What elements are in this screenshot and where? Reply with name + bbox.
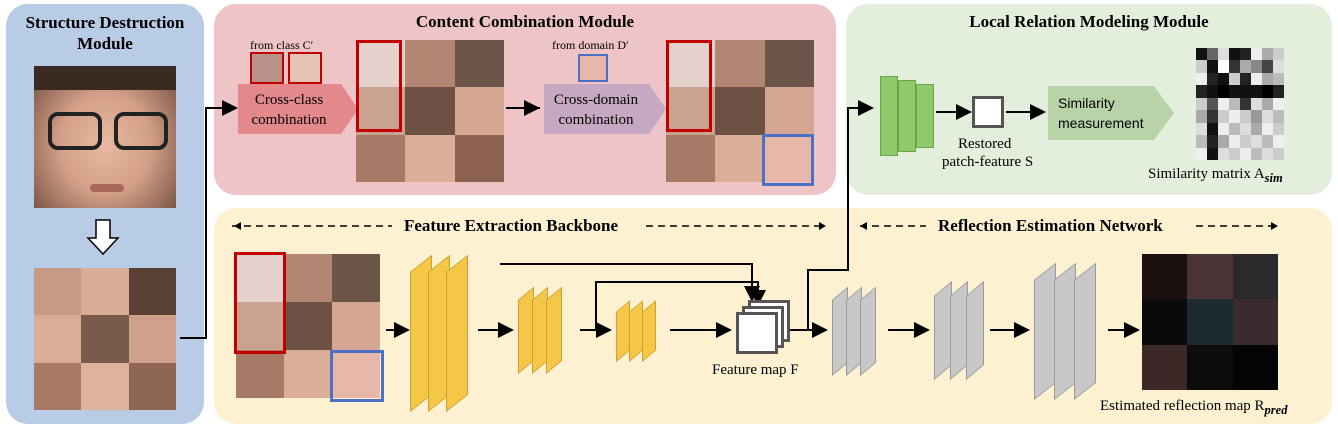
- class-highlight-box: [356, 40, 402, 132]
- input-face-image: [34, 66, 176, 208]
- cross-domain-shape: [544, 84, 666, 134]
- domain-highlight-box: [762, 134, 814, 186]
- domain-patch: [578, 54, 608, 82]
- reflection-layer-3c: [1074, 262, 1096, 400]
- similarity-label: Similarity measurement: [1058, 95, 1144, 131]
- class-highlight-box-2: [666, 40, 712, 132]
- green-block-2: [898, 80, 916, 152]
- backbone-domain-box: [330, 350, 384, 402]
- reflection-layer-1c: [860, 286, 876, 376]
- backbone-layer-1c: [446, 254, 468, 412]
- content-combination-title: Content Combination Module: [415, 12, 635, 31]
- similarity-matrix-text: Similarity matrix A: [1148, 166, 1265, 182]
- similarity-matrix-caption: Similarity matrix Asim: [1148, 166, 1283, 186]
- cross-domain-label: Cross-domain combination: [553, 92, 639, 128]
- reflection-network-title: Reflection Estimation Network: [938, 216, 1163, 235]
- backbone-class-box: [234, 252, 286, 354]
- class-patch-1: [250, 52, 284, 84]
- restored-label-1: Restored: [958, 136, 1012, 152]
- similarity-matrix-subscript: sim: [1264, 171, 1283, 185]
- reflection-layer-2c: [966, 280, 984, 380]
- similarity-matrix: [1196, 48, 1284, 160]
- structure-destruction-title: Structure Destruction Module: [25, 13, 185, 53]
- reflection-map-text: Estimated reflection map R: [1100, 398, 1265, 414]
- shuffled-patch-image: [34, 268, 176, 410]
- restored-label-2: patch-feature S: [942, 154, 1034, 170]
- reflection-layer-3b: [1054, 262, 1076, 400]
- from-domain-label: from domain D′: [552, 38, 629, 52]
- similarity-shape: [1048, 86, 1174, 140]
- backbone-input-image: [236, 254, 380, 398]
- green-block-3: [916, 84, 934, 148]
- backbone-layer-2c: [546, 286, 562, 374]
- cross-class-label: Cross-class combination: [251, 92, 327, 128]
- cross-class-shape: [238, 84, 358, 134]
- restored-patch-box: [972, 96, 1004, 128]
- local-relation-title: Local Relation Modeling Module: [969, 12, 1209, 31]
- green-block-1: [880, 76, 898, 156]
- combined-grid-2: [666, 40, 814, 182]
- class-patch-2: [288, 52, 322, 84]
- feature-extraction-title: Feature Extraction Backbone: [404, 216, 619, 235]
- reflection-map-image: [1142, 254, 1278, 390]
- feature-map-label: Feature map F: [712, 362, 799, 378]
- reflection-layer-3a: [1034, 262, 1056, 400]
- from-class-label: from class C′: [250, 38, 314, 52]
- combined-grid-1: [356, 40, 504, 182]
- feature-map-front: [736, 312, 778, 354]
- reflection-map-subscript: pred: [1264, 403, 1288, 417]
- reflection-map-caption: Estimated reflection map Rpred: [1100, 398, 1287, 418]
